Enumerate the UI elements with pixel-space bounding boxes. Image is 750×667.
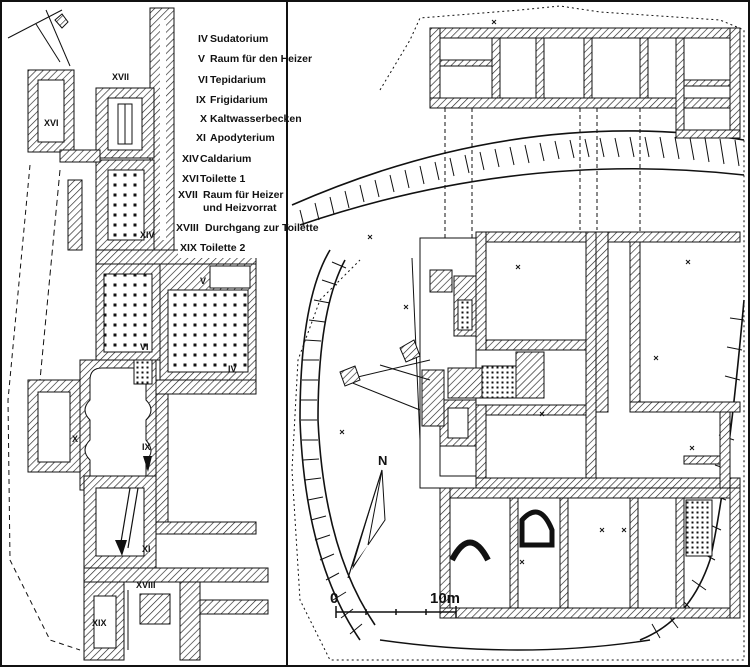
room-xvii (95, 87, 155, 159)
room-ix-frigidarium (79, 359, 157, 491)
west-boundary-line (39, 169, 61, 381)
main-complex-walls (475, 231, 741, 493)
legend-row-4-label: Frigidarium (210, 94, 268, 106)
label-xi: XI (142, 544, 151, 554)
legend-row-12-label: Toilette 2 (200, 242, 245, 254)
room-xviii-xix (83, 567, 269, 661)
north-building (429, 27, 741, 139)
right-panel-site-plan: N 0 10m (291, 5, 745, 661)
left-panel-detail-plan: XVI XVII XIV V VI IV X IX XI XVIII XIX I… (7, 7, 319, 661)
legend-row-12: XIX (180, 242, 197, 254)
legend-row-2-label: Raum für den Heizer (210, 53, 312, 65)
south-dotted-room (685, 499, 713, 557)
bank-west (299, 249, 361, 641)
bath-block (419, 237, 545, 489)
ditch-lines (7, 9, 71, 67)
dashed-connectors (444, 108, 641, 240)
bank-west-inner (317, 259, 376, 626)
legend-row-3: VI (198, 74, 208, 86)
legend-row-11: XVIII (176, 222, 199, 234)
legend-row-6: XI (196, 132, 206, 144)
west-boundary-dashed (7, 164, 81, 651)
room-xi-apodyterium (83, 456, 157, 569)
legend-row-8: XVI (182, 173, 199, 185)
legend-row-2: V (198, 53, 205, 65)
south-apse (449, 539, 491, 562)
legend-row-9: XVII (178, 189, 198, 201)
label-xvi: XVI (44, 118, 59, 128)
room-vi-tepidarium (95, 263, 161, 361)
drain-lines (339, 257, 431, 441)
scale-end-label: 10m (430, 590, 460, 607)
label-xvii: XVII (112, 72, 129, 82)
legend-row-11-label: Durchgang zur Toilette (205, 222, 319, 234)
legend-row-1-label: Sudatorium (210, 33, 268, 45)
scale-start-label: 0 (330, 590, 338, 607)
room-x-kaltwasserbecken (27, 379, 81, 473)
legend-row-4: IX (196, 94, 206, 106)
legend-row-7: XIV (182, 153, 199, 165)
south-building (439, 487, 741, 619)
legend-row-10-label: und Heizvorrat (203, 202, 277, 214)
scale-bar: 0 10m (330, 590, 460, 618)
label-vi: VI (140, 342, 149, 352)
label-ix: IX (142, 442, 151, 452)
legend-row-5-label: Kaltwasserbecken (210, 113, 302, 125)
label-xiv: XIV (140, 230, 155, 240)
south-apse-2 (519, 509, 555, 548)
legend-row-7-label: Caldarium (200, 153, 251, 165)
legend-row-9-label: Raum für Heizer (203, 189, 284, 201)
label-v: V (200, 276, 206, 286)
bank-north-hatch (299, 136, 740, 227)
room-iv-sudatorium (159, 263, 257, 381)
survey-points (339, 19, 695, 565)
legend-row-6-label: Apodyterium (210, 132, 275, 144)
bank-west-hatch (301, 261, 363, 635)
legend-row-3-label: Tepidarium (210, 74, 266, 86)
room-legend: IV Sudatorium V Raum für den Heizer VI T… (176, 20, 319, 258)
room-xiv-caldarium (95, 159, 155, 251)
label-iv: IV (228, 364, 237, 374)
room-labels: XVI XVII XIV V VI IV X IX XI XVIII XIX (44, 72, 237, 628)
north-label: N (378, 453, 387, 468)
site-boundary-dotted (291, 5, 745, 661)
east-wing (155, 379, 257, 535)
label-xviii: XVIII (136, 580, 156, 590)
label-x: X (72, 434, 78, 444)
label-xix: XIX (92, 618, 107, 628)
room-xvi (27, 69, 75, 153)
legend-row-1: IV (198, 33, 208, 45)
north-arrow: N (347, 453, 387, 579)
legend-row-5: X (200, 113, 207, 125)
bank-south (379, 639, 651, 651)
legend-row-8-label: Toilette 1 (200, 173, 245, 185)
